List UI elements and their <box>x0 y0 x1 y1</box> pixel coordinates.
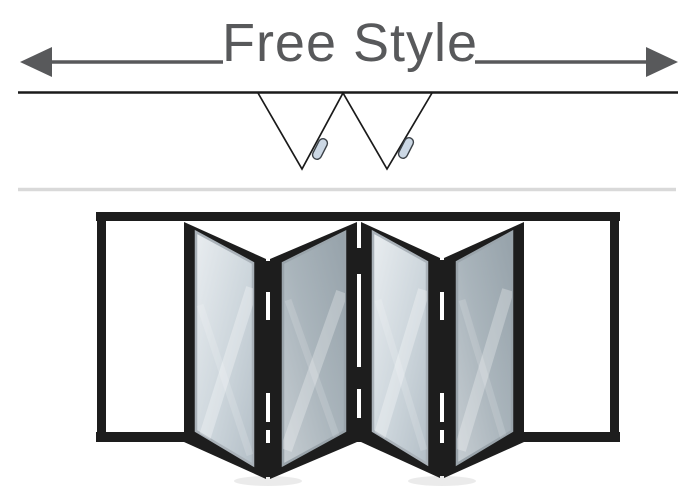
door-panel-4 <box>444 222 524 478</box>
panel-glass <box>281 229 347 468</box>
hinge-gap <box>266 292 270 320</box>
arrow-head-left-icon <box>20 47 52 77</box>
handle-icons <box>311 137 415 160</box>
hinge-gap <box>440 430 444 443</box>
frame-head-track <box>96 212 620 221</box>
panel-shadow <box>234 476 302 486</box>
fold-plan-schematic <box>18 91 678 192</box>
hinge-joint-center <box>356 248 362 442</box>
glass-reflection <box>283 289 345 453</box>
glass-reflection <box>373 288 427 450</box>
hinge-block <box>356 248 362 274</box>
hinge-gap <box>440 393 444 422</box>
panel-shadow <box>408 476 476 486</box>
hinge-body <box>264 261 272 477</box>
door-panel-3 <box>361 222 440 478</box>
door-handle-icon <box>397 137 415 159</box>
door-illustration <box>96 212 620 486</box>
hinge-gap <box>440 292 444 320</box>
frame-jamb-right <box>610 221 619 432</box>
door-panel-2 <box>270 222 357 479</box>
glass-reflection <box>196 303 253 457</box>
hinge-block <box>356 367 362 389</box>
panel-glass <box>371 229 429 467</box>
hinge-gap <box>266 430 270 443</box>
width-arrow <box>20 47 678 77</box>
glass-reflection <box>457 288 512 452</box>
panel-glass <box>194 229 255 468</box>
page-title: Free Style <box>221 13 479 73</box>
glass-reflection <box>374 298 427 452</box>
hinge-body <box>438 260 446 476</box>
fold-line-w <box>257 91 433 171</box>
hinge-block <box>356 418 362 442</box>
arrow-head-right-icon <box>646 47 678 77</box>
panel-glass <box>455 229 514 467</box>
glass-reflection <box>284 298 345 454</box>
frame-jamb-left <box>97 221 106 432</box>
hinge-joint-near-right <box>438 260 446 476</box>
glass-reflection <box>458 298 512 454</box>
hinge-joint-near-left <box>264 261 272 477</box>
door-panel-1 <box>184 222 266 479</box>
door-handle-icon <box>311 138 329 160</box>
glass-reflection <box>196 286 253 454</box>
hinge-gap <box>266 393 270 422</box>
